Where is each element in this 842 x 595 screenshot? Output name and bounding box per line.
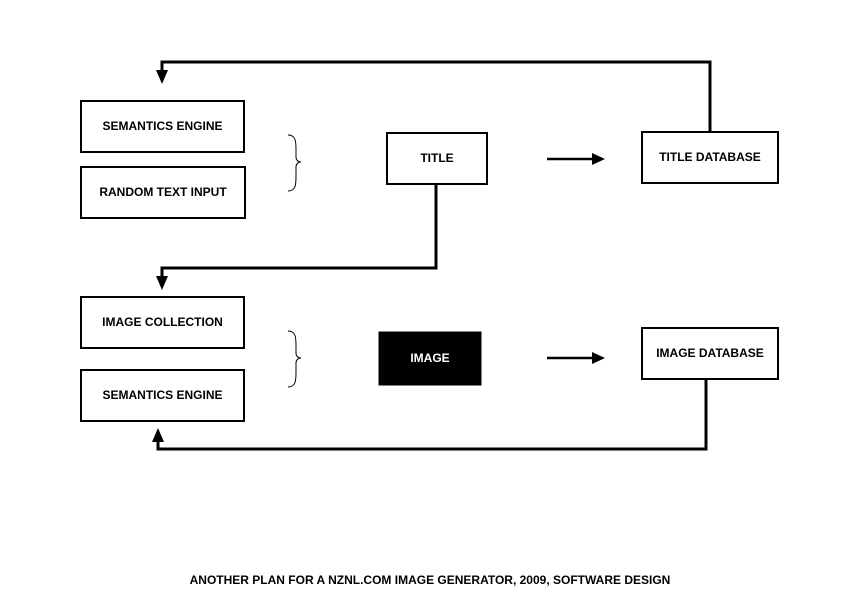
brace-bottom — [287, 330, 302, 388]
node-semantics-engine-bottom: SEMANTICS ENGINE — [80, 369, 245, 422]
node-label-image-collection: IMAGE COLLECTION — [102, 315, 223, 329]
node-label-image-database: IMAGE DATABASE — [656, 346, 764, 360]
node-label-title-database: TITLE DATABASE — [659, 150, 761, 164]
node-image-database: IMAGE DATABASE — [641, 327, 779, 380]
diagram-caption: ANOTHER PLAN FOR A NZNL.COM IMAGE GENERA… — [190, 573, 671, 587]
arrow-title-to-title-database — [547, 153, 605, 165]
node-label-semantics-engine-top: SEMANTICS ENGINE — [102, 119, 222, 133]
node-image: IMAGE — [378, 331, 482, 386]
node-label-title: TITLE — [420, 151, 453, 165]
node-image-collection: IMAGE COLLECTION — [80, 296, 245, 349]
arrow-image-to-image-database — [547, 352, 605, 364]
brace-top — [287, 134, 302, 192]
node-title-database: TITLE DATABASE — [641, 131, 779, 184]
arrow-image-database-to-semantics-engine — [152, 379, 708, 451]
arrow-title-to-image-collection — [156, 184, 438, 290]
node-title: TITLE — [386, 132, 488, 185]
node-semantics-engine-top: SEMANTICS ENGINE — [80, 100, 245, 153]
node-label-image: IMAGE — [410, 351, 449, 365]
node-random-text-input: RANDOM TEXT INPUT — [80, 166, 246, 219]
node-label-semantics-engine-bottom: SEMANTICS ENGINE — [102, 388, 222, 402]
arrow-title-database-to-semantics-engine — [156, 60, 712, 132]
node-label-random-text-input: RANDOM TEXT INPUT — [99, 185, 227, 199]
